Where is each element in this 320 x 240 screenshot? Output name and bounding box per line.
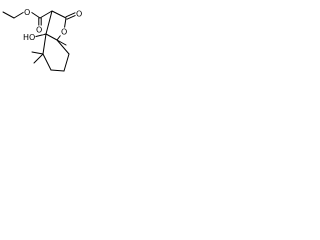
bond-lactone-carbonyl-double-a [65,12,76,18]
ester-carbonyl-oxygen-mask [35,25,44,35]
carbonyl-oxygen-mask [75,9,84,19]
bond-c7a-methyl [56,39,67,46]
ester-carbonyl-oxygen-label: O [36,26,42,35]
bond-c3a-c7a [45,33,58,41]
hydroxyl-label: HO [23,33,35,42]
bond-c3a-hydroxyl [33,33,47,38]
substituents [31,33,67,64]
atom-labels: O O O O HO [22,8,84,42]
bond-c3a-c4 [42,33,47,55]
bond-c4-methyl-b [31,51,44,55]
bond-c4-methyl-a [33,53,44,64]
ester-oxygen-label: O [24,8,30,17]
bond-lactone-carbonyl-double-b [66,14,77,20]
bond-carbonyl-c3 [39,10,53,19]
hydroxyl-mask [22,33,36,42]
bond-c7-c7a [56,39,70,55]
bond-c6-c7 [63,53,70,72]
ester-oxygen-mask [23,8,32,17]
bond-c4-c5 [42,53,52,71]
molecule-structure-diagram: O O O O HO [2,8,84,72]
bond-ch2-ester-oxygen [13,11,25,19]
bond-c3-c2 [51,10,67,19]
bond-c5-c6 [50,69,65,72]
bond-c3-c3a [45,10,53,35]
bond-ester-oxygen-carbonyl [30,11,41,19]
cyclohexane-ring [42,33,70,72]
carbonyl-oxygen-label: O [76,10,82,19]
ethyl-ester-group [2,10,53,28]
ring-oxygen-label: O [61,28,67,37]
ring-oxygen-mask [60,27,69,37]
bond-ch3-ch2 [2,11,15,19]
